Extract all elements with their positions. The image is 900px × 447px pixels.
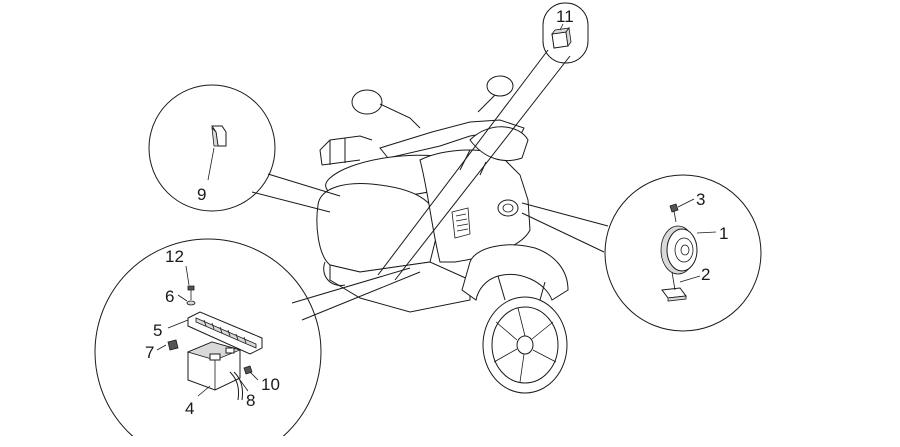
callout-bubble-9: 9 [148,84,341,213]
battery-holder-part [187,311,263,355]
callout-bubble-11: 11 [377,2,589,281]
rear-rack [319,135,373,166]
front-wheel [482,296,568,394]
front-fender [461,244,569,301]
rear-body [316,183,439,273]
callout-label-1: 1 [719,224,728,243]
callout-label-10: 10 [261,375,280,394]
bracket-part [211,125,227,147]
callout-label-4: 4 [185,399,194,418]
callout-bubble-horn: 1 2 3 [521,174,762,332]
scooter-illustration [316,75,569,394]
callout-label-8: 8 [246,391,255,410]
callout-label-11: 11 [556,7,574,26]
callout-label-12: 12 [165,247,184,266]
battery-cable-part [229,371,243,401]
leg-shield-grille [451,207,471,239]
callout-label-5: 5 [153,321,162,340]
right-mirror [477,75,514,113]
horn-cover [469,126,529,162]
battery-part [186,341,242,391]
callout-bubble-battery: 12 6 5 7 4 8 10 [90,238,421,447]
callout-label-7: 7 [145,343,154,362]
callout-label-3: 3 [696,190,705,209]
screw-12-part [187,285,195,300]
relay-part [551,26,572,49]
left-mirror [351,89,421,129]
horn-bracket-part [661,271,687,302]
washer-6-part [186,300,196,306]
horn-screw-part [669,203,679,223]
callout-label-2: 2 [701,265,710,284]
callout-label-6: 6 [165,287,174,306]
horn-part [660,225,698,275]
floorboard [329,261,471,313]
clip-7-part [167,339,179,351]
callout-label-9: 9 [197,185,206,204]
